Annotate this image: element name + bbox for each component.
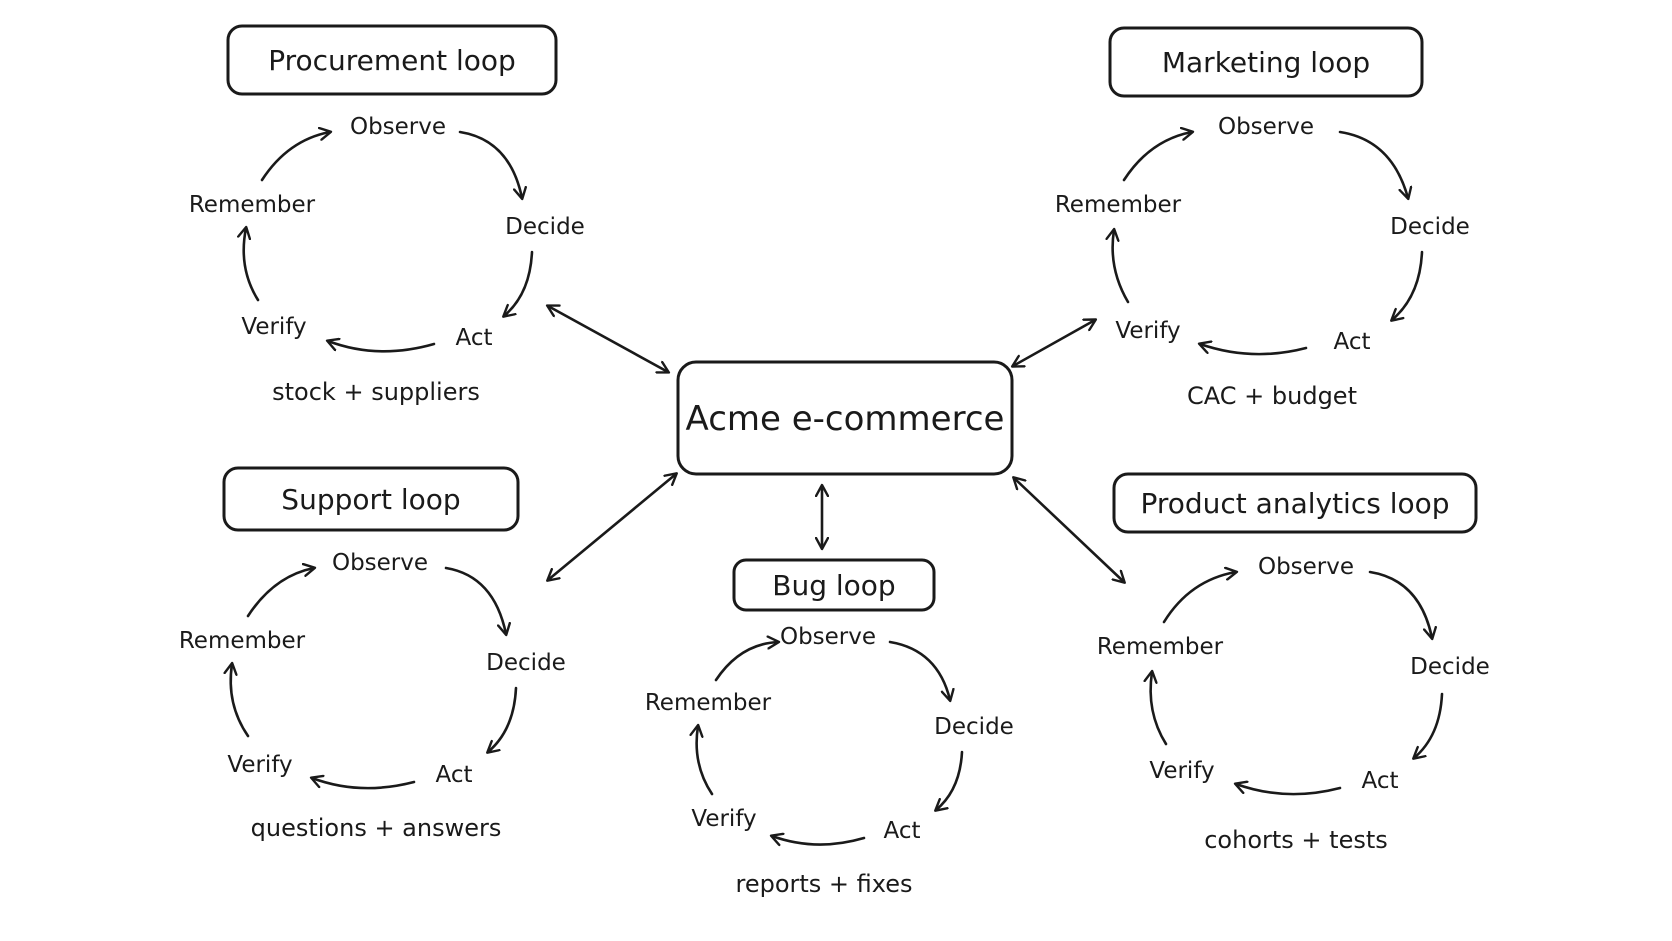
arrow-observe-decide xyxy=(444,566,506,634)
arrow-decide-act xyxy=(936,750,964,810)
loop-product-analytics: Product analytics loop Observe Decide Ac… xyxy=(1097,472,1490,854)
center-node: Acme e-commerce xyxy=(676,360,1014,476)
hub-connectors xyxy=(548,306,1124,582)
arrow-act-verify xyxy=(772,836,866,845)
step-decide: Decide xyxy=(934,714,1014,740)
connector-support xyxy=(548,474,676,580)
step-decide: Decide xyxy=(486,650,566,676)
arrow-observe-decide xyxy=(888,640,950,700)
loop-caption: reports + fixes xyxy=(735,870,912,898)
step-observe: Observe xyxy=(1258,554,1354,580)
loop-title: Support loop xyxy=(281,483,460,516)
arrow-verify-remember xyxy=(697,726,714,796)
arrow-verify-remember xyxy=(1151,672,1168,746)
arrow-observe-decide xyxy=(458,130,522,198)
loop-title: Procurement loop xyxy=(268,44,516,77)
step-observe: Observe xyxy=(350,114,446,140)
loop-title-box xyxy=(222,466,520,532)
center-node-box xyxy=(676,360,1014,476)
step-remember: Remember xyxy=(179,628,306,654)
arrow-remember-observe xyxy=(260,132,330,182)
step-act: Act xyxy=(1362,768,1399,794)
loop-caption: questions + answers xyxy=(251,814,502,842)
step-remember: Remember xyxy=(645,690,772,716)
arrow-remember-observe xyxy=(246,568,314,618)
arrow-verify-remember xyxy=(1113,230,1130,304)
step-verify: Verify xyxy=(1115,318,1180,344)
loop-title-box xyxy=(732,558,936,612)
arrow-act-verify xyxy=(312,778,416,790)
loop-title-box xyxy=(1108,26,1424,98)
loop-caption: stock + suppliers xyxy=(272,378,480,406)
step-decide: Decide xyxy=(1390,214,1470,240)
loop-caption: CAC + budget xyxy=(1187,382,1357,410)
step-remember: Remember xyxy=(1097,634,1224,660)
arrow-decide-act xyxy=(488,686,518,752)
loop-title-box xyxy=(226,24,558,96)
arrow-remember-observe xyxy=(1162,572,1236,624)
arrow-observe-decide xyxy=(1338,130,1408,198)
loop-caption: cohorts + tests xyxy=(1204,826,1388,854)
loop-title: Product analytics loop xyxy=(1140,487,1449,520)
loop-marketing: Marketing loop Observe Decide Act Verify… xyxy=(1055,26,1470,410)
step-act: Act xyxy=(436,762,473,788)
step-verify: Verify xyxy=(1149,758,1214,784)
arrow-decide-act xyxy=(1414,692,1444,758)
arrow-remember-observe xyxy=(714,642,778,682)
step-observe: Observe xyxy=(780,624,876,650)
step-remember: Remember xyxy=(1055,192,1182,218)
arrow-decide-act xyxy=(1392,250,1424,320)
loop-title-box xyxy=(1112,472,1478,534)
step-act: Act xyxy=(1334,329,1371,355)
arrow-act-verify xyxy=(1200,344,1308,356)
arrow-observe-decide xyxy=(1368,570,1432,638)
connector-product-analytics xyxy=(1014,478,1124,582)
step-observe: Observe xyxy=(332,550,428,576)
loop-support: Support loop Observe Decide Act Verify R… xyxy=(179,466,566,842)
arrow-act-verify xyxy=(1236,784,1342,796)
center-node-label: Acme e-commerce xyxy=(686,399,1005,439)
connector-procurement xyxy=(548,306,668,372)
loop-bug: Bug loop Observe Decide Act Verify Remem… xyxy=(645,558,1014,898)
connector-marketing xyxy=(1013,320,1095,366)
step-decide: Decide xyxy=(1410,654,1490,680)
step-verify: Verify xyxy=(241,314,306,340)
step-observe: Observe xyxy=(1218,114,1314,140)
loop-title: Marketing loop xyxy=(1162,46,1370,79)
arrow-act-verify xyxy=(328,341,436,353)
arrow-decide-act xyxy=(504,250,534,316)
step-act: Act xyxy=(884,818,921,844)
step-verify: Verify xyxy=(227,752,292,778)
arrow-verify-remember xyxy=(244,228,260,302)
loop-procurement: Procurement loop Observe Decide Act Veri… xyxy=(189,24,585,406)
step-act: Act xyxy=(456,325,493,351)
step-verify: Verify xyxy=(691,806,756,832)
arrow-remember-observe xyxy=(1122,132,1192,182)
step-remember: Remember xyxy=(189,192,316,218)
step-decide: Decide xyxy=(505,214,585,240)
loop-title: Bug loop xyxy=(772,569,895,602)
arrow-verify-remember xyxy=(231,664,250,738)
